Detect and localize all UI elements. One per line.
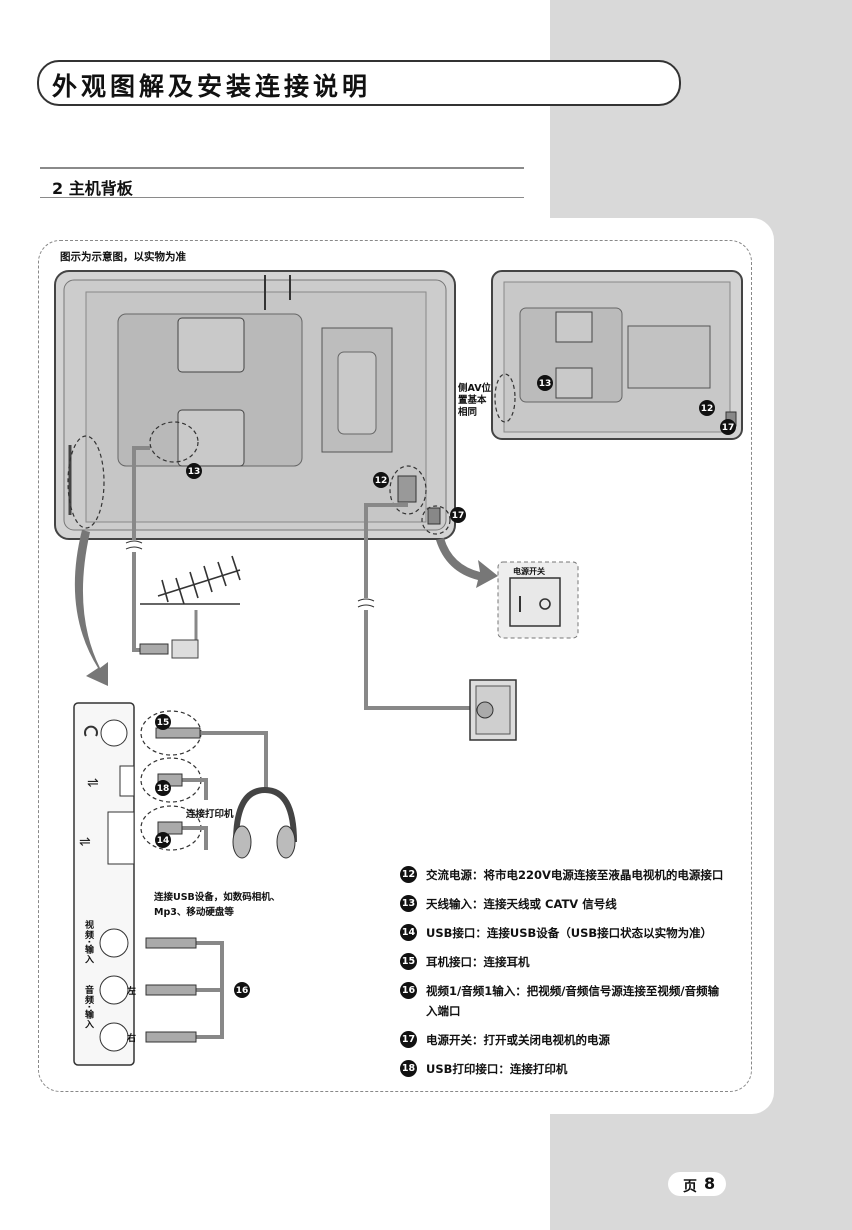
section-rule-bottom — [40, 197, 524, 198]
legend-item-17: 17 电源开关：打开或关闭电视机的电源 — [400, 1030, 760, 1050]
section-rule-top — [40, 167, 524, 169]
audio-left-label: 左 — [127, 987, 137, 997]
legend-item-16: 16 视频1/音频1输入：把视频/音频信号源连接至视频/音频输入端口 — [400, 981, 760, 1021]
arrow-to-side-panel — [74, 530, 108, 686]
audio-right-label: 右 — [127, 1034, 137, 1044]
legend-number: 13 — [400, 895, 417, 912]
tv-back-main — [54, 270, 456, 540]
svg-text:16: 16 — [236, 986, 249, 996]
power-switch-label: 电源开关 — [513, 567, 545, 576]
legend-text: 电源开关：打开或关闭电视机的电源 — [426, 1033, 610, 1047]
legend-number: 17 — [400, 1031, 417, 1048]
section-title: 2 主机背板 — [52, 179, 133, 198]
usb-note: 连接USB设备，如数码相机、 Mp3、移动硬盘等 — [154, 890, 280, 920]
svg-text:12: 12 — [375, 476, 388, 486]
legend-number: 16 — [400, 982, 417, 999]
page-number: 8 — [704, 1174, 716, 1193]
svg-text:12: 12 — [701, 404, 714, 414]
video-input-label: 视频·输入 — [83, 920, 93, 965]
wall-outlet — [469, 679, 517, 741]
legend-item-18: 18 USB打印接口：连接打印机 — [400, 1059, 760, 1079]
diagram-note: 图示为示意图，以实物为准 — [60, 251, 186, 263]
legend-text: 视频1/音频1输入：把视频/音频信号源连接至视频/音频输入端口 — [426, 984, 720, 1018]
callout-circles: 13 12 17 13 12 17 15 18 14 16 — [155, 375, 736, 998]
svg-text:18: 18 — [157, 784, 170, 794]
svg-text:15: 15 — [157, 718, 170, 728]
legend-number: 15 — [400, 953, 417, 970]
legend-text: USB打印接口：连接打印机 — [426, 1062, 568, 1076]
side-av-panel: ⇌ ⇌ — [73, 702, 135, 1066]
page-number-tab — [668, 1172, 726, 1196]
legend-list: 12 交流电源：将市电220V电源连接至液晶电视机的电源接口 13 天线输入：连… — [400, 865, 760, 1088]
legend-item-12: 12 交流电源：将市电220V电源连接至液晶电视机的电源接口 — [400, 865, 760, 885]
usb-note-line1: 连接USB设备，如数码相机、 — [154, 892, 281, 903]
headphones — [232, 786, 297, 859]
title-box — [37, 60, 681, 106]
usb-note-line2: Mp3、移动硬盘等 — [154, 907, 234, 918]
side-av-note: 侧AV位置基本相同 — [458, 383, 492, 418]
arrow-to-power-switch — [436, 538, 498, 588]
svg-text:14: 14 — [157, 836, 170, 846]
svg-text:⇌: ⇌ — [87, 775, 99, 791]
svg-text:13: 13 — [539, 379, 552, 389]
legend-number: 18 — [400, 1060, 417, 1077]
legend-text: 天线输入：连接天线或 CATV 信号线 — [426, 897, 617, 911]
printer-note: 连接打印机 — [186, 809, 234, 820]
legend-number: 14 — [400, 924, 417, 941]
audio-input-label: 音频·输入 — [83, 985, 93, 1030]
legend-text: 耳机接口：连接耳机 — [426, 955, 530, 969]
svg-text:17: 17 — [722, 423, 735, 433]
legend-item-15: 15 耳机接口：连接耳机 — [400, 952, 760, 972]
svg-text:17: 17 — [452, 511, 465, 521]
diagram-frame — [38, 240, 752, 1092]
page-label: 页 — [683, 1179, 697, 1195]
legend-number: 12 — [400, 866, 417, 883]
legend-item-14: 14 USB接口：连接USB设备（USB接口状态以实物为准） — [400, 923, 760, 943]
legend-item-13: 13 天线输入：连接天线或 CATV 信号线 — [400, 894, 760, 914]
power-switch-box — [497, 561, 579, 639]
legend-text: 交流电源：将市电220V电源连接至液晶电视机的电源接口 — [426, 868, 724, 882]
svg-text:13: 13 — [188, 467, 201, 477]
tv-back-side-view — [491, 270, 743, 440]
svg-text:⇌: ⇌ — [79, 834, 91, 850]
antenna — [140, 555, 241, 640]
page-title: 外观图解及安装连接说明 — [52, 72, 372, 101]
legend-text: USB接口：连接USB设备（USB接口状态以实物为准） — [426, 926, 713, 940]
